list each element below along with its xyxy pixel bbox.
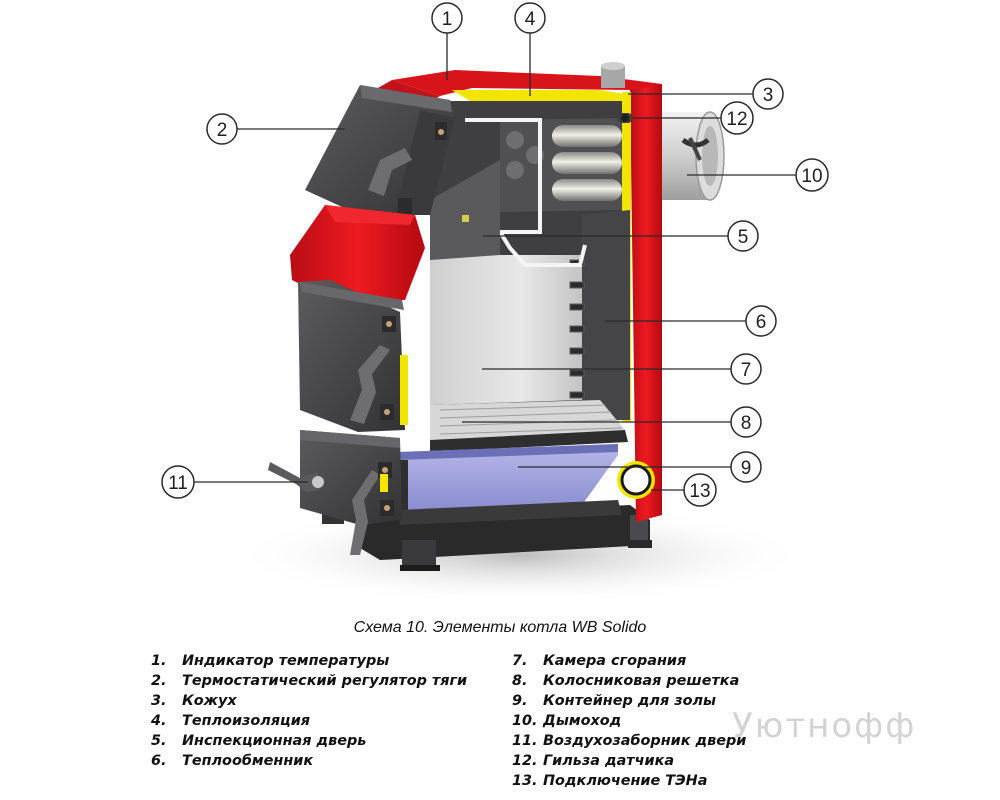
- legend-num: 5.: [151, 733, 167, 749]
- callout-4: 4: [514, 2, 546, 34]
- top-fitting: [601, 62, 625, 88]
- legend-label: Подключение ТЭНа: [543, 773, 708, 789]
- legend-label: Теплоизоляция: [182, 713, 311, 729]
- inner-body: [398, 101, 630, 525]
- legend-item: 1. Индикатор температуры: [151, 651, 389, 671]
- callout-2: 2: [206, 113, 238, 145]
- svg-text:6: 6: [756, 312, 767, 333]
- legend-num: 1.: [151, 653, 167, 669]
- svg-text:10: 10: [801, 166, 822, 187]
- air-intake-lever: [268, 462, 320, 492]
- legend-item: 13. Подключение ТЭНа: [512, 771, 707, 791]
- chimney-flue: [662, 111, 725, 201]
- callout-7: 7: [730, 353, 762, 385]
- casing-top: [392, 70, 662, 96]
- heat-exchanger: [582, 210, 630, 420]
- callout-3: 3: [752, 78, 784, 110]
- legend-label: Теплообменник: [182, 753, 314, 769]
- callout-5: 5: [727, 220, 759, 252]
- legend-num: 7.: [512, 653, 528, 669]
- legend-label: Кожух: [182, 693, 237, 709]
- legend-item: 10. Дымоход: [512, 711, 621, 731]
- legend-label: Термостатический регулятор тяги: [182, 673, 468, 689]
- legend-item: 6. Теплообменник: [151, 751, 313, 771]
- diagram-caption: Схема 10. Элементы котла WB Solido: [353, 619, 647, 636]
- legend-item: 2. Термостатический регулятор тяги: [151, 671, 467, 691]
- svg-text:12: 12: [726, 109, 747, 130]
- middle-door: [298, 280, 408, 432]
- legend-label: Инспекционная дверь: [182, 733, 367, 749]
- door-handle-middle: [350, 345, 390, 424]
- callout-8: 8: [730, 406, 762, 438]
- legend-label: Камера сгорания: [543, 653, 687, 669]
- door-handle-lower: [350, 470, 380, 555]
- svg-text:11: 11: [168, 473, 188, 494]
- sensor-sleeve: [618, 113, 632, 123]
- legend-item: 5. Инспекционная дверь: [151, 731, 366, 751]
- legend-label: Воздухозаборник двери: [543, 733, 747, 749]
- heater-connection: [617, 461, 655, 499]
- legend-item: 8. Колосниковая решетка: [512, 671, 739, 691]
- legend-num: 6.: [151, 753, 167, 769]
- legend-num: 2.: [151, 673, 167, 689]
- legend-label: Дымоход: [543, 713, 622, 729]
- svg-text:4: 4: [525, 9, 536, 30]
- casing-right-wall: [630, 84, 662, 522]
- legend-item: 11. Воздухозаборник двери: [512, 731, 746, 751]
- legend-item: 3. Кожух: [151, 691, 237, 711]
- door-handle-upper: [368, 148, 412, 196]
- svg-text:9: 9: [741, 458, 752, 479]
- legend-num: 12.: [512, 753, 538, 769]
- upper-door: [305, 85, 455, 222]
- legend-label: Индикатор температуры: [182, 653, 390, 669]
- ash-door: [268, 430, 402, 555]
- callout-markers: 1 2 3 4 5 6 7 8 9 10 11 12 13: [161, 2, 829, 507]
- legend-item: 7. Камера сгорания: [512, 651, 686, 671]
- callout-10: 10: [795, 158, 829, 192]
- svg-text:13: 13: [689, 481, 710, 502]
- red-door-panel: [290, 205, 425, 300]
- svg-text:5: 5: [738, 227, 749, 248]
- callout-13: 13: [683, 473, 717, 507]
- legend-right-column: 7. Камера сгорания 8. Колосниковая решетка…: [512, 651, 746, 791]
- callout-6: 6: [745, 305, 777, 337]
- inspection-baffle: [465, 118, 542, 234]
- combustion-chamber: [430, 255, 582, 405]
- watermark: Уютнофф: [732, 706, 917, 746]
- boiler-illustration: [230, 62, 810, 605]
- legend-num: 10.: [512, 713, 538, 729]
- svg-text:3: 3: [763, 85, 774, 106]
- legend-label: Гильза датчика: [543, 753, 675, 769]
- svg-text:2: 2: [217, 120, 228, 141]
- legend-num: 8.: [512, 673, 528, 689]
- leg-back-right: [630, 515, 648, 545]
- insulation-top: [452, 90, 624, 101]
- legend-num: 9.: [512, 693, 528, 709]
- legend-item: 4. Теплоизоляция: [151, 711, 310, 731]
- legend-num: 3.: [151, 693, 167, 709]
- legend-item: 9. Контейнер для золы: [512, 691, 716, 711]
- callout-9: 9: [730, 451, 762, 483]
- ash-container: [398, 444, 618, 510]
- svg-text:1: 1: [442, 9, 453, 30]
- legend-item: 12. Гильза датчика: [512, 751, 674, 771]
- legend-num: 13.: [512, 773, 538, 789]
- callout-11: 11: [161, 465, 195, 499]
- leader-lines: [194, 33, 796, 491]
- legend-num: 11.: [512, 733, 538, 749]
- legend-label: Колосниковая решетка: [543, 673, 740, 689]
- legend-num: 4.: [151, 713, 167, 729]
- svg-text:7: 7: [741, 360, 752, 381]
- callout-1: 1: [431, 2, 463, 34]
- svg-text:8: 8: [741, 413, 752, 434]
- legend-label: Контейнер для золы: [543, 693, 717, 709]
- legend-left-column: 1. Индикатор температуры 2. Термостатическ…: [151, 651, 467, 771]
- callout-12: 12: [720, 101, 754, 135]
